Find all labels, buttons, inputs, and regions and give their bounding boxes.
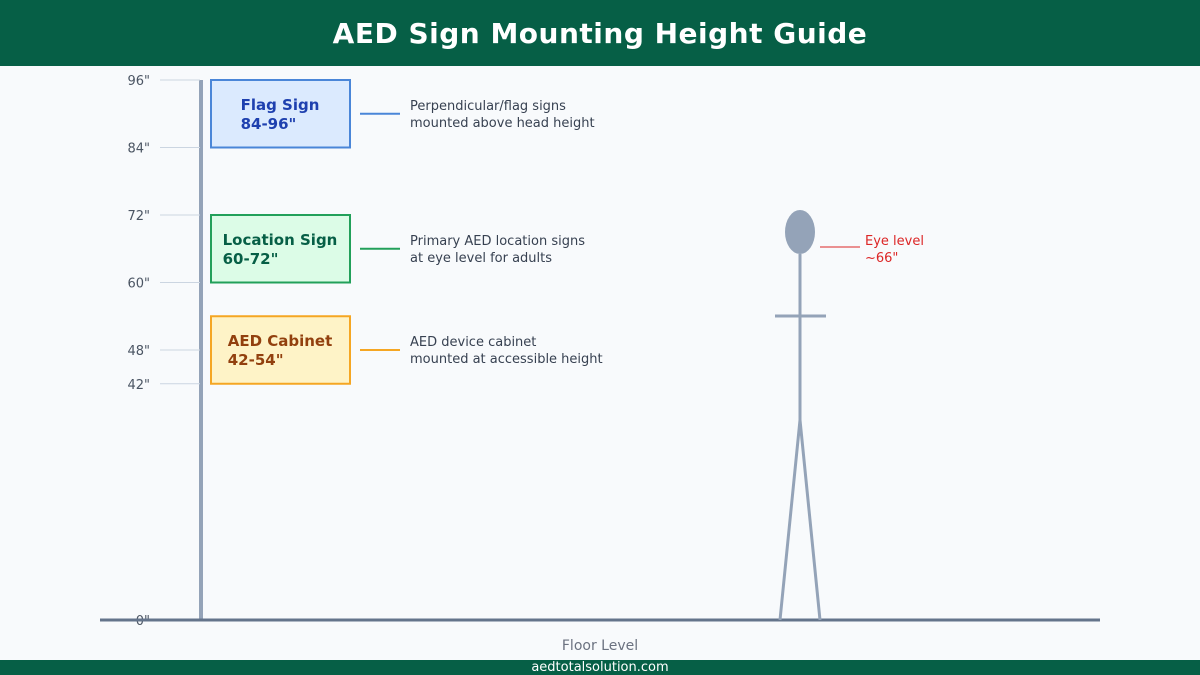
aed-cabinet-name: AED Cabinet — [228, 332, 333, 350]
aed-cabinet-desc-line1: AED device cabinet — [410, 335, 536, 350]
eye-level-label: Eye level — [865, 234, 924, 249]
location-sign-range: 60-72" — [223, 250, 279, 268]
height-diagram: 96"84"72"60"48"42"0" Floor Level Flag Si… — [100, 74, 1100, 654]
flag-sign-desc-line1: Perpendicular/flag signs — [410, 99, 566, 114]
eye-level-value: ~66" — [865, 251, 898, 266]
tick-group: 96"84"72"60"48"42"0" — [127, 74, 200, 629]
flag-sign-name: Flag Sign — [241, 96, 320, 114]
page-title: AED Sign Mounting Height Guide — [0, 0, 1200, 66]
tick-label-42: 42" — [127, 378, 150, 393]
person-figure — [775, 210, 826, 621]
tick-label-96: 96" — [127, 74, 150, 89]
tick-label-84: 84" — [127, 142, 150, 157]
flag-sign-desc-line2: mounted above head height — [410, 116, 595, 131]
aed-cabinet-box — [210, 315, 351, 385]
floor-label: Floor Level — [562, 638, 638, 654]
aed-cabinet-desc-line2: mounted at accessible height — [410, 352, 603, 367]
tick-label-48: 48" — [127, 344, 150, 359]
person-head — [785, 210, 815, 254]
tick-label-72: 72" — [127, 209, 150, 224]
footer-domain: aedtotalsolution.com — [0, 660, 1200, 675]
location-sign-name: Location Sign — [223, 231, 338, 249]
person-right-leg — [798, 419, 822, 621]
location-sign-desc-line1: Primary AED location signs — [410, 234, 585, 249]
tick-label-60: 60" — [127, 277, 150, 292]
location-sign-box — [210, 214, 351, 284]
location-sign-desc-line2: at eye level for adults — [410, 251, 552, 266]
flag-sign-range: 84-96" — [241, 115, 297, 133]
person-left-leg — [778, 419, 802, 621]
aed-cabinet-range: 42-54" — [228, 351, 284, 369]
flag-sign-box — [210, 79, 351, 149]
